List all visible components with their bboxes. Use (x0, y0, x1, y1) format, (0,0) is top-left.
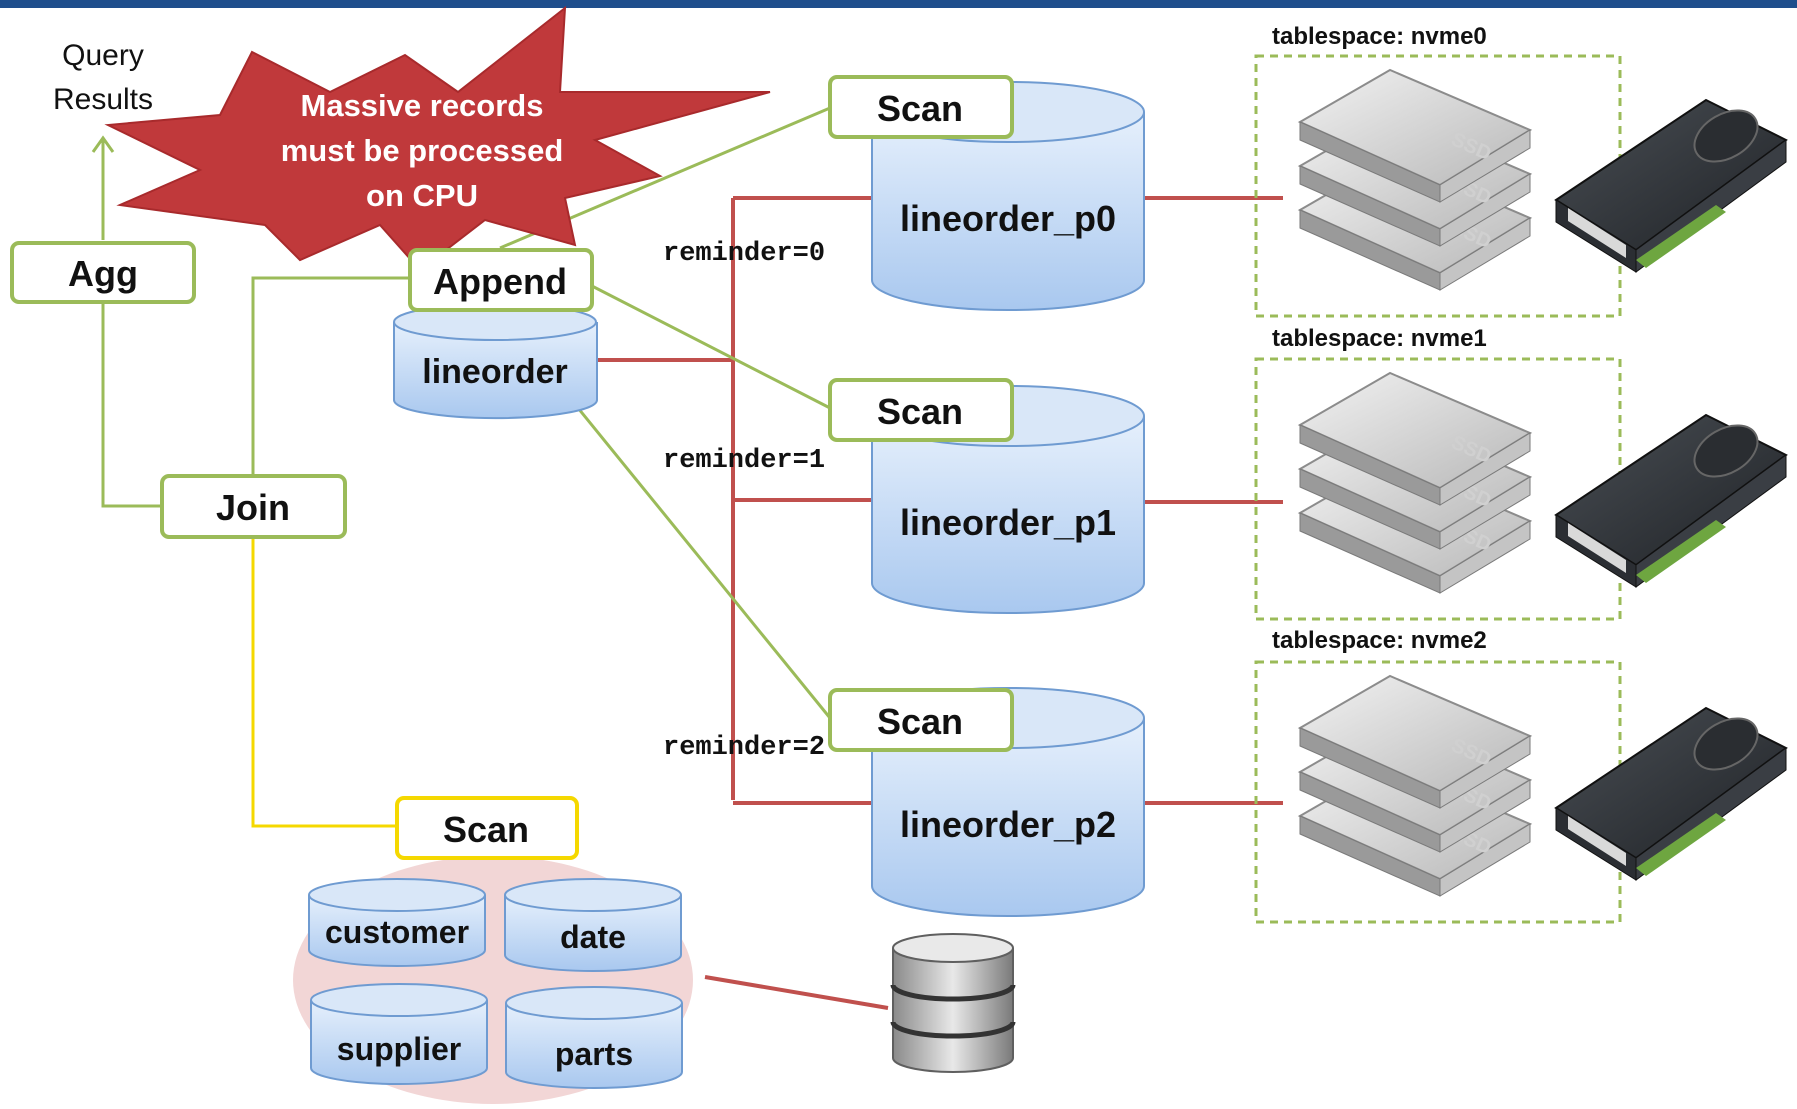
tablespace-label-nvme0: tablespace: nvme0 (1272, 23, 1487, 50)
partition-label-2: reminder=2 (663, 733, 825, 763)
join-scan-edge (251, 537, 397, 828)
gpu-card-icon (1554, 413, 1788, 588)
cylinder-parts: parts (505, 986, 683, 1089)
table-label-date: date (560, 919, 626, 955)
node-scan-p0-label: Scan (877, 88, 963, 129)
query-results-line2: Results (53, 83, 153, 116)
node-scan-p1-label: Scan (877, 391, 963, 432)
partition-label-1: reminder=1 (663, 446, 825, 476)
node-agg-label: Agg (68, 253, 138, 294)
partition-links (597, 196, 1283, 1010)
tablespace-label-nvme2: tablespace: nvme2 (1272, 627, 1487, 654)
table-label-lineorder: lineorder (422, 353, 567, 391)
ssd-drive: SSD (1297, 371, 1533, 506)
query-results-line1: Query (62, 39, 144, 72)
table-label-parts: parts (555, 1036, 633, 1072)
table-label-customer: customer (325, 914, 469, 950)
callout-line2: must be processed (281, 133, 564, 168)
table-label-p1: lineorder_p1 (900, 502, 1116, 543)
node-scan-p2[interactable]: Scan (828, 688, 1014, 752)
table-label-p2: lineorder_p2 (900, 804, 1116, 845)
node-append[interactable]: Append (408, 248, 594, 312)
starburst-callout (104, 5, 771, 272)
table-label-supplier: supplier (337, 1031, 461, 1067)
node-append-label: Append (433, 261, 567, 302)
database-icon (890, 933, 1016, 1073)
node-agg[interactable]: Agg (10, 241, 196, 304)
partition-label-0: reminder=0 (663, 239, 825, 269)
ssd-drive: SSD (1297, 674, 1533, 809)
arrow-up-icon (91, 135, 115, 153)
node-scan-p0[interactable]: Scan (828, 75, 1014, 139)
cylinder-lineorder: lineorder (393, 303, 598, 420)
node-scan-dimensions-label: Scan (443, 809, 529, 850)
cylinder-customer: customer (308, 878, 486, 967)
callout-line1: Massive records (301, 88, 544, 123)
top-bar (0, 0, 1797, 8)
cylinder-date: date (504, 878, 682, 972)
node-join-label: Join (216, 487, 290, 528)
node-scan-p1[interactable]: Scan (828, 378, 1014, 442)
ssd-drive: SSD (1297, 68, 1533, 203)
callout-line3: on CPU (366, 178, 478, 213)
cylinder-supplier: supplier (310, 983, 488, 1085)
node-scan-p2-label: Scan (877, 701, 963, 742)
table-label-p0: lineorder_p0 (900, 198, 1116, 239)
gpu-card-icon (1554, 98, 1788, 273)
node-join[interactable]: Join (160, 474, 347, 539)
node-scan-dimensions[interactable]: Scan (395, 796, 579, 860)
gpu-card-icon (1554, 706, 1788, 881)
tablespace-label-nvme1: tablespace: nvme1 (1272, 325, 1487, 352)
